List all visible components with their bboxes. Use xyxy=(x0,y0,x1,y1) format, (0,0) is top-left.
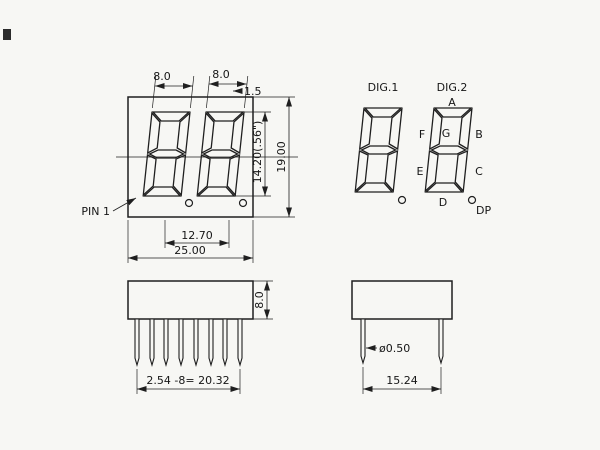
pin1-label: PIN 1 xyxy=(81,205,110,218)
dim-dp-pitch: 12.70 xyxy=(164,220,230,248)
dim-overall-width-label: 25.00 xyxy=(174,244,206,257)
dig1-label: DIG.1 xyxy=(368,81,399,94)
dim-pin-diameter-label: ø0.50 xyxy=(379,342,410,355)
scan-artifact xyxy=(3,29,11,40)
dig2-label: DIG.2 xyxy=(437,81,468,94)
segment-c-label: C xyxy=(475,165,483,178)
dim-segment-width: 1.5 xyxy=(233,85,262,98)
extension-line xyxy=(206,75,211,109)
dim-pin-row-label: 2.54 -8= 20.32 xyxy=(146,374,229,387)
pin xyxy=(237,318,243,368)
dim-thickness: 8.0 xyxy=(253,280,273,320)
segment-dp-label: DP xyxy=(476,204,491,217)
pin xyxy=(178,318,184,368)
extension-line xyxy=(152,75,157,109)
dim-dp-pitch-label: 12.70 xyxy=(181,229,213,242)
pin xyxy=(193,318,199,368)
pin xyxy=(134,318,140,368)
dim-thickness-label: 8.0 xyxy=(253,291,266,309)
pin1-callout: PIN 1 xyxy=(81,197,137,218)
side-view: 8.0 2.54 -8= 20.32 xyxy=(127,280,273,394)
dig2-decimal-point xyxy=(467,195,477,205)
dim-digit1-width-label: 8.0 xyxy=(153,70,171,83)
end-body-outline xyxy=(351,280,453,320)
segment-d-label: D xyxy=(439,196,447,209)
dig1-glyph xyxy=(354,107,403,193)
dim-digit-height-label: 14.20(.56") xyxy=(251,121,264,184)
digit1-decimal-point xyxy=(184,198,194,208)
pin xyxy=(208,318,214,368)
dig1-decimal-point xyxy=(397,195,407,205)
segment-g-label: G xyxy=(442,127,451,140)
dig2-glyph xyxy=(424,107,473,193)
pin xyxy=(438,318,444,366)
dim-overall-width: 25.00 xyxy=(127,220,254,263)
dim-digit1-width: 8.0 xyxy=(152,70,195,109)
dim-segment-label: 1.5 xyxy=(244,85,262,98)
side-body-outline xyxy=(127,280,254,320)
dim-digit2-width-label: 8.0 xyxy=(212,68,230,81)
pin xyxy=(360,318,366,366)
dim-overall-height: 19.00 xyxy=(253,96,295,218)
pin xyxy=(163,318,169,368)
dim-digit-height: 14.20(.56") xyxy=(235,111,271,197)
segment-e-label: E xyxy=(417,165,424,178)
extension-line xyxy=(244,75,249,109)
front-view: 8.0 8.0 1.5 14.20(.56") 19.00 xyxy=(81,68,298,263)
digit2-decimal-point xyxy=(238,198,248,208)
extension-line xyxy=(190,75,195,109)
segment-diagram: DIG.1 DIG.2 A F G B E C D DP xyxy=(354,81,491,217)
pin xyxy=(222,318,228,368)
dim-digit2-width: 8.0 xyxy=(206,68,249,109)
dim-pin-span-label: 15.24 xyxy=(386,374,418,387)
segment-f-label: F xyxy=(419,128,425,141)
dim-overall-height-label: 19.00 xyxy=(275,141,288,173)
leader-line xyxy=(112,197,137,212)
pin xyxy=(149,318,155,368)
segment-b-label: B xyxy=(475,128,483,141)
dim-pin-diameter: ø0.50 xyxy=(366,342,410,355)
digit1-glyph xyxy=(142,111,191,197)
digit2-glyph xyxy=(196,111,245,197)
dim-pin-span: 15.24 xyxy=(362,367,442,394)
dim-pin-row: 2.54 -8= 20.32 xyxy=(136,369,241,394)
segment-a-label: A xyxy=(448,96,456,109)
end-view: ø0.50 15.24 xyxy=(351,280,453,394)
